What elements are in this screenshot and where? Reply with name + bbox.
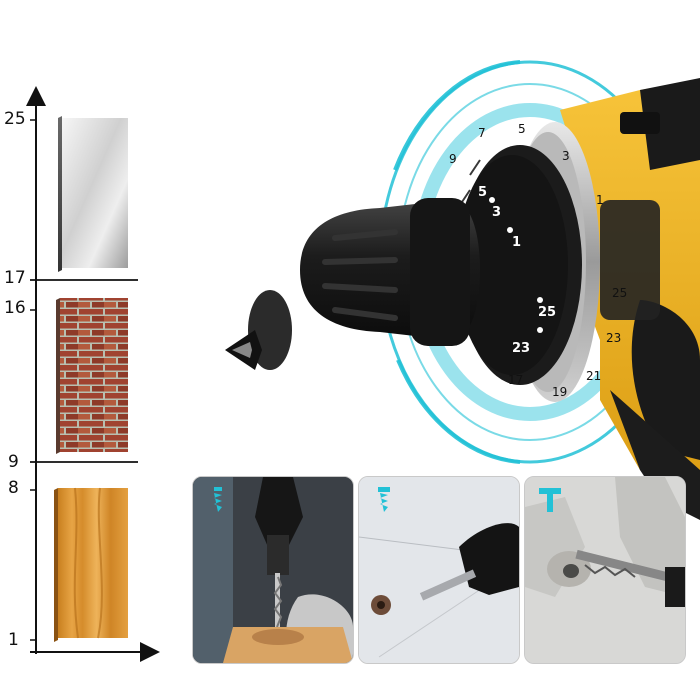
ring-number: 7 [478,126,486,140]
ring-number: 19 [552,385,567,399]
ring-number: 3 [562,149,570,163]
outer-torque-scale: 9 7 5 3 1 25 23 21 19 17 [449,122,627,399]
ring-number: 23 [606,331,621,345]
hammer-mode-panel [524,476,686,664]
hammer-mode-scene [525,477,685,663]
clutch-ring [451,145,582,385]
ring-number: 5 [518,122,526,136]
screw-mode-panel [358,476,520,664]
ring-number: 17 [508,373,523,387]
ring-number: 9 [449,152,457,166]
axis-tick-9: 9 [8,452,19,472]
x-axis-arrow [140,642,160,662]
y-axis-arrow [26,86,46,106]
drill-bit-icon [214,487,222,512]
axis-tick-25: 25 [4,109,26,129]
chuck-number: 5 [478,185,487,200]
ring-number: 21 [586,369,601,383]
wood-plate [54,487,128,642]
axis-tick-8: 8 [8,478,19,498]
axis-tick-16: 16 [4,298,26,318]
hammer-icon [539,488,561,512]
chuck-number: 23 [512,341,530,356]
chuck-number: 1 [512,235,521,250]
ring-number: 1 [596,193,604,207]
chuck-torque-scale: 5 3 1 25 23 [478,185,556,356]
chuck-number: 3 [492,205,501,220]
chuck-number: 25 [538,305,556,320]
screw-icon [378,487,390,512]
axis-tick-1: 1 [8,630,19,650]
axis-tick-17: 17 [4,268,26,288]
drill-chuck [225,198,480,370]
brick-plate [56,298,128,454]
drill-mode-panel [192,476,354,664]
ring-number: 25 [612,286,627,300]
metal-plate [58,116,128,272]
